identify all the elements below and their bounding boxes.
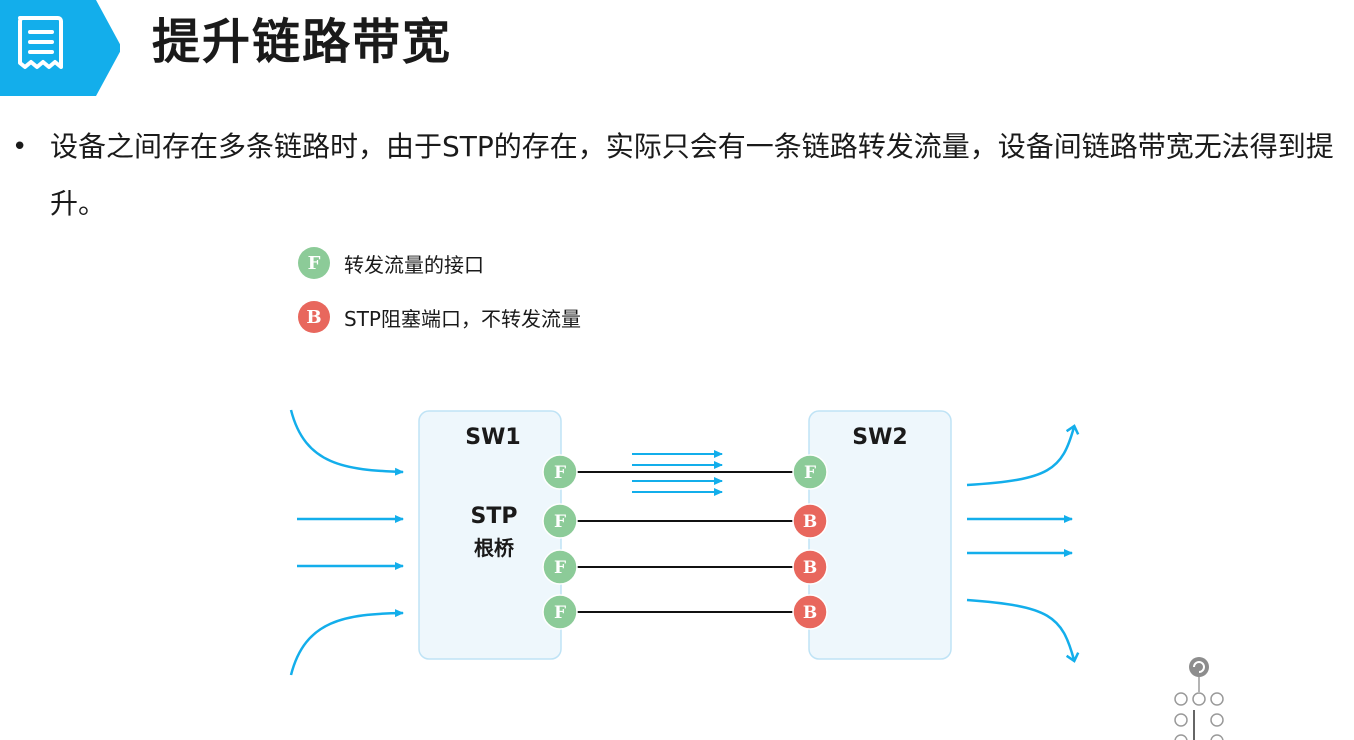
document-icon — [18, 16, 63, 69]
sw2-port-label: F — [804, 463, 816, 483]
legend-forward-label: 转发流量的接口 — [344, 252, 484, 277]
sw2-port-blocked — [792, 503, 828, 539]
sw1-port-label: F — [554, 558, 566, 578]
forward-port-symbol: F — [298, 247, 330, 279]
sw1-port-forward — [542, 549, 578, 585]
sw1-role-root: 根桥 — [474, 536, 515, 560]
incoming-flows — [289, 409, 404, 676]
legend-blocked-label: STP阻塞端口，不转发流量 — [344, 306, 581, 331]
sw1-port-forward — [542, 503, 578, 539]
outgoing-flows — [966, 424, 1080, 663]
org-tree-icon — [1174, 657, 1224, 740]
sw1-port-forward — [542, 454, 578, 490]
sw1-port-label: F — [554, 463, 566, 483]
sw1-role-stp: STP — [471, 504, 518, 529]
sw1-port-label: F — [554, 512, 566, 532]
links-layer: F F F B F B F B — [542, 454, 828, 630]
sw2-port-label: B — [803, 603, 817, 623]
legend-blocked: B STP阻塞端口，不转发流量 — [298, 300, 581, 334]
sw2-port-label: B — [803, 512, 817, 532]
sw2-port-blocked — [792, 549, 828, 585]
page-title: 提升链路带宽 — [152, 14, 453, 70]
traffic-arrows — [632, 450, 723, 496]
sw1-label: SW1 — [465, 425, 520, 450]
header-badge — [0, 0, 120, 96]
blocked-port-symbol: B — [298, 301, 330, 333]
sw2-port-label: B — [803, 558, 817, 578]
sw2-label: SW2 — [852, 425, 907, 450]
legend-forward: F 转发流量的接口 — [298, 246, 484, 280]
bullet-text: 设备之间存在多条链路时，由于STP的存在，实际只会有一条链路转发流量，设备间链路… — [50, 130, 1334, 220]
sw1-port-label: F — [554, 603, 566, 623]
bullet-marker: • — [12, 132, 28, 162]
sw2-port-blocked — [792, 594, 828, 630]
sw2-port-forward — [792, 454, 828, 490]
sw1-port-forward — [542, 594, 578, 630]
